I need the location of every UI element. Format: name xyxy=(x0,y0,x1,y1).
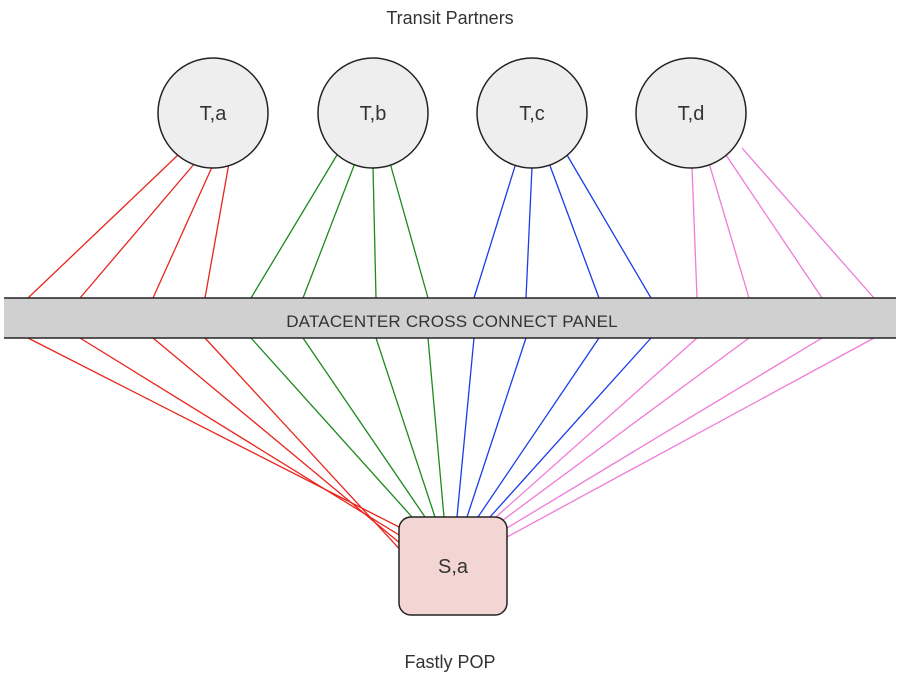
link-lower-c-1 xyxy=(456,337,475,518)
cross-connect-panel: DATACENTER CROSS CONNECT PANEL xyxy=(4,297,896,339)
transit-circle-d xyxy=(635,57,747,169)
link-upper-c-3 xyxy=(548,162,600,299)
link-upper-b-4 xyxy=(389,162,429,299)
transit-label-b: T,b xyxy=(360,103,387,125)
link-lower-d-4 xyxy=(506,337,875,538)
link-upper-c-2 xyxy=(525,166,533,299)
title-transit-partners: Transit Partners xyxy=(386,8,514,28)
link-lower-a-4 xyxy=(204,337,406,556)
link-lower-b-1 xyxy=(250,337,413,518)
transit-label-c: T,c xyxy=(519,103,545,125)
link-upper-c-1 xyxy=(473,162,517,299)
link-upper-b-1 xyxy=(250,154,338,299)
title-fastly-pop: Fastly POP xyxy=(404,652,496,672)
pop-label: S,a xyxy=(438,556,469,578)
link-upper-a-3 xyxy=(152,166,213,299)
link-lower-d-1 xyxy=(495,337,698,518)
transit-circle-c xyxy=(476,57,588,169)
link-lower-c-3 xyxy=(477,337,600,518)
transit-circle-a xyxy=(157,57,269,169)
link-upper-d-3 xyxy=(725,154,823,299)
transit-node-b: T,b xyxy=(317,57,429,169)
transit-node-a: T,a xyxy=(157,57,269,169)
transit-node-d: T,d xyxy=(635,57,747,169)
link-lower-c-4 xyxy=(489,337,652,518)
upper-links xyxy=(27,147,875,299)
link-lower-a-1 xyxy=(27,337,400,528)
link-lower-d-2 xyxy=(502,337,750,521)
link-upper-c-4 xyxy=(566,154,652,299)
link-lower-b-3 xyxy=(375,337,436,518)
link-upper-b-2 xyxy=(302,162,356,299)
panel-label: DATACENTER CROSS CONNECT PANEL xyxy=(286,312,618,331)
transit-nodes: T,a T,b T,c T,d xyxy=(157,57,747,169)
transit-label-a: T,a xyxy=(200,103,228,125)
lower-links xyxy=(27,337,875,556)
link-lower-b-2 xyxy=(302,337,426,518)
link-lower-c-2 xyxy=(466,337,527,518)
link-upper-d-1 xyxy=(691,166,698,299)
link-upper-a-4 xyxy=(204,162,230,299)
link-upper-b-3 xyxy=(372,166,377,299)
link-lower-b-4 xyxy=(427,337,445,518)
transit-node-c: T,c xyxy=(476,57,588,169)
link-lower-a-3 xyxy=(152,337,402,545)
link-upper-d-2 xyxy=(708,162,750,299)
link-upper-d-4 xyxy=(741,147,875,299)
pop-node: S,a xyxy=(398,516,508,616)
transit-circle-b xyxy=(317,57,429,169)
link-lower-d-3 xyxy=(506,337,823,529)
transit-label-d: T,d xyxy=(678,103,705,125)
link-lower-a-2 xyxy=(79,337,400,536)
pop-box xyxy=(398,516,508,616)
panel-box xyxy=(4,298,896,338)
link-upper-a-1 xyxy=(27,154,179,299)
link-upper-a-2 xyxy=(79,162,196,299)
